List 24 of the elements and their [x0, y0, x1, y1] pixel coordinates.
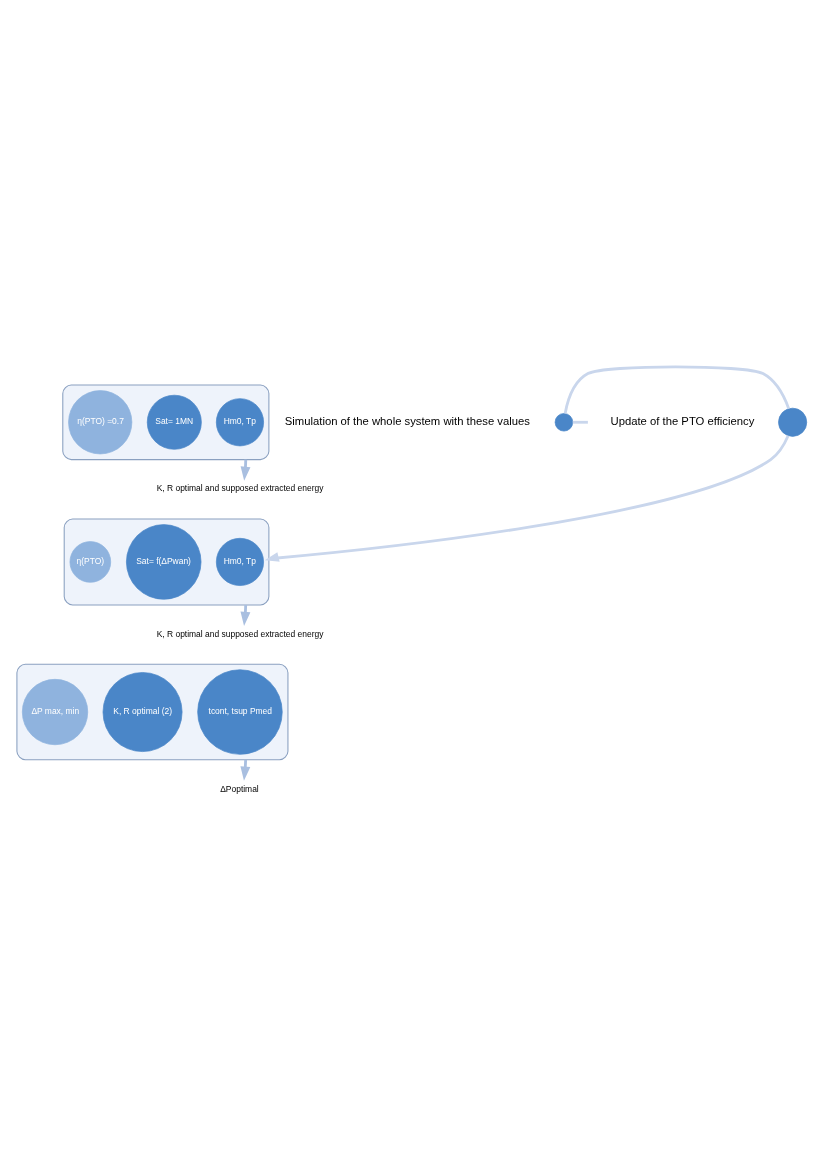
node-circle: Sat= f(ΔPwan)	[126, 524, 202, 600]
connector	[572, 420, 588, 424]
arrow	[240, 759, 251, 781]
node-circle: tcont, tsup Pmed	[197, 669, 283, 755]
node-text: K, R optimal and supposed extracted energy	[156, 628, 324, 639]
node-circle: Hm0, Tp	[215, 537, 264, 586]
node-text: K, R optimal and supposed extracted energy	[156, 483, 324, 494]
node-circle	[778, 407, 808, 437]
node-circle: ΔP max, min	[21, 678, 89, 746]
cluster	[63, 518, 270, 606]
node-circle: K, R optimal (2)	[102, 672, 183, 752]
node-text: ΔPoptimal	[220, 783, 259, 794]
arrow	[240, 604, 251, 626]
node-circle: Hm0, Tp	[215, 398, 264, 447]
arrow	[264, 435, 790, 562]
node-circle: η(PTO) =0.7	[68, 390, 133, 455]
node-circle	[554, 413, 574, 432]
node-label: Simulation of the whole system with these values	[284, 414, 530, 427]
connector	[563, 365, 790, 414]
node-circle: η(PTO)	[69, 541, 112, 583]
node-label: Update of the PTO efficiency	[610, 414, 755, 427]
node-circle: Sat= 1MN	[146, 394, 202, 450]
cluster	[16, 663, 289, 761]
cluster	[62, 384, 270, 461]
